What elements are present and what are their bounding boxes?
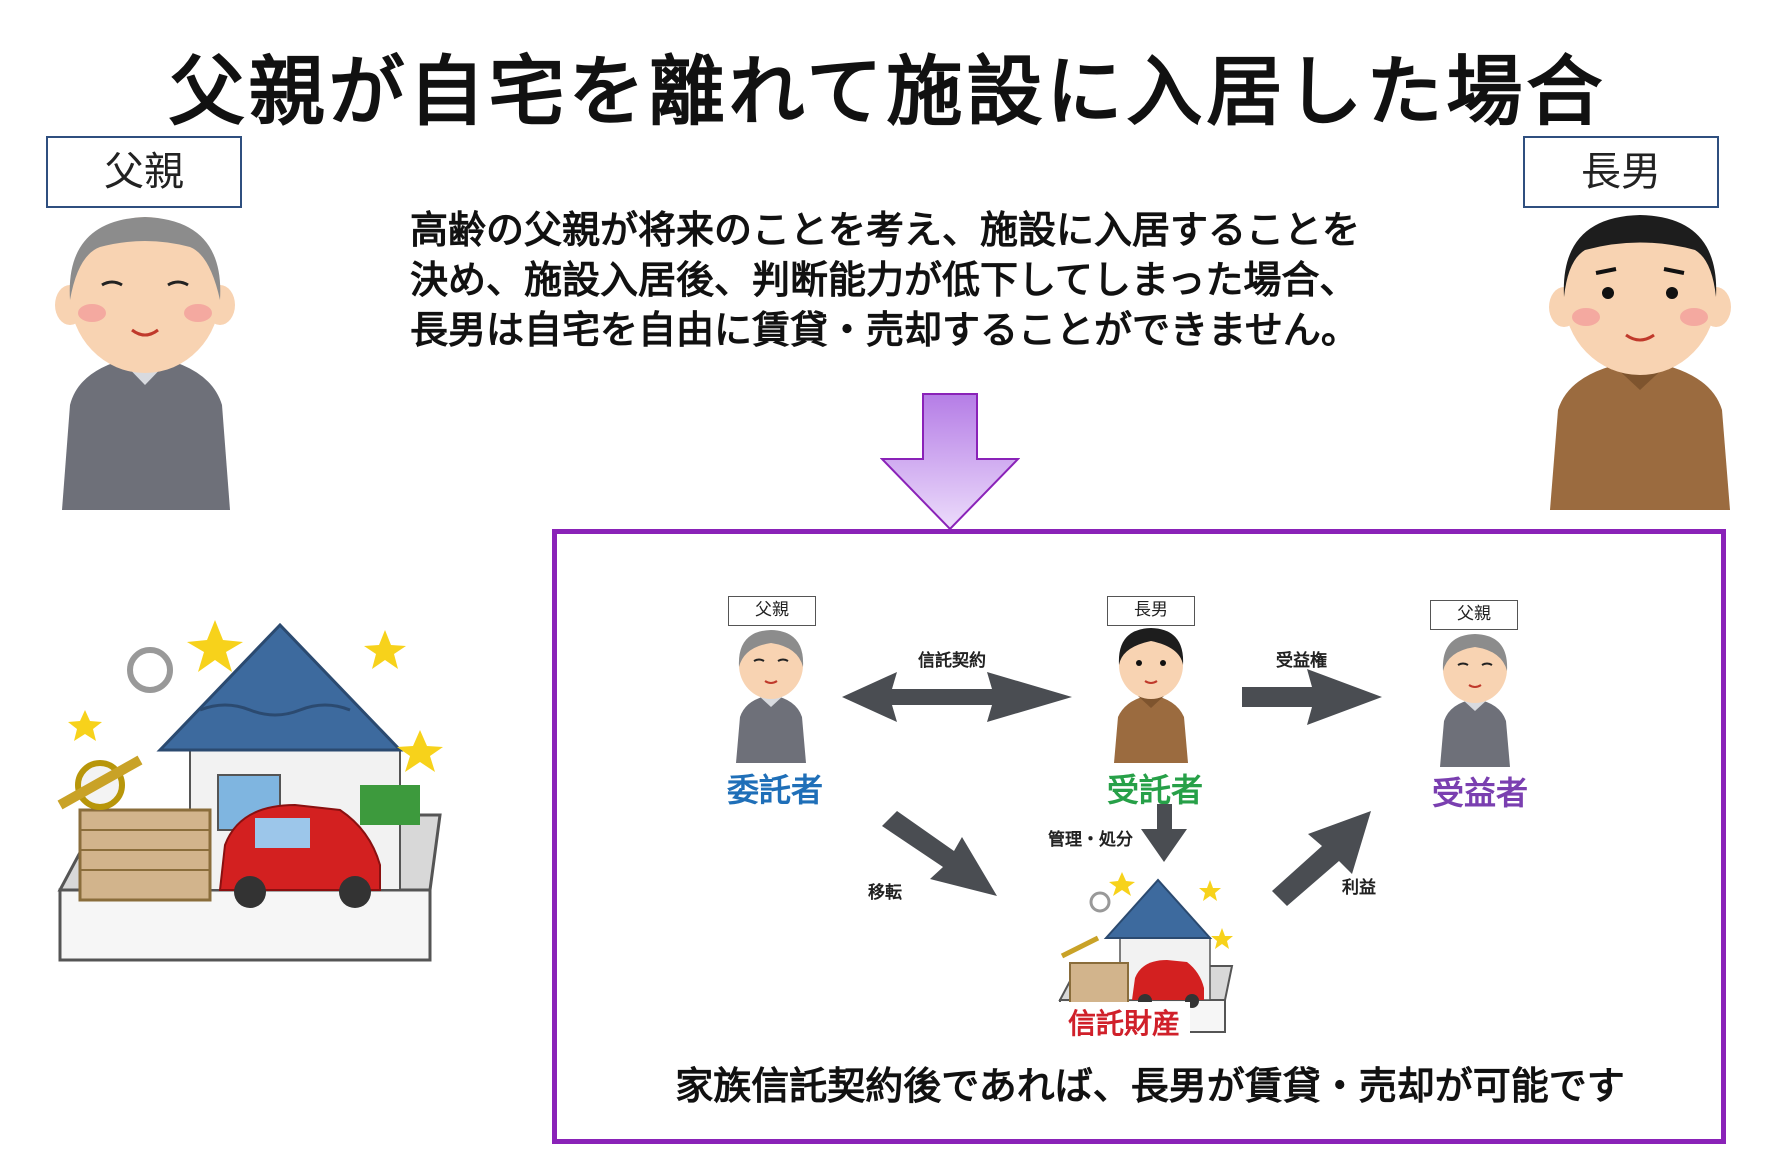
trustee-role: 受託者 (1106, 771, 1203, 809)
profit-arrow-icon (1272, 811, 1371, 906)
settlor-role: 委託者 (726, 771, 823, 809)
contract-double-arrow-icon (842, 672, 1072, 722)
transfer-label: 移転 (868, 883, 902, 903)
trustee-illustration (1114, 628, 1188, 763)
son-label: 長男 (1523, 136, 1719, 208)
trust-diagram-frame (552, 529, 1726, 1144)
description-line-2: 決め、施設入居後、判断能力が低下してしまった場合、 (410, 258, 1358, 302)
beneficiary-tag: 父親 (1430, 600, 1518, 630)
management-arrow-icon (1141, 804, 1187, 862)
conclusion-text: 家族信託契約後であれば、長男が賃貸・売却が可能です (675, 1064, 1625, 1108)
beneficial-right-label: 受益権 (1276, 651, 1327, 671)
description-line-1: 高齢の父親が将来のことを考え、施設に入居することを (410, 208, 1361, 252)
beneficiary-illustration (1440, 634, 1510, 767)
father-illustration (55, 217, 235, 510)
beneficial-right-arrow-icon (1242, 669, 1382, 725)
trust-property-label: 信託財産 (1058, 1002, 1190, 1042)
page-title: 父親が自宅を離れて施設に入居した場合 (168, 47, 1607, 136)
settlor-tag: 父親 (728, 596, 816, 626)
management-label: 管理・処分 (1048, 830, 1133, 850)
description-line-3: 長男は自宅を自由に賃貸・売却することができません。 (410, 308, 1359, 352)
beneficiary-role: 受益者 (1431, 774, 1528, 812)
transfer-arrow-icon (882, 811, 997, 896)
profit-label: 利益 (1342, 878, 1376, 898)
house-assets-illustration (57, 620, 443, 962)
trust-arrows (842, 669, 1382, 906)
settlor-illustration (736, 630, 806, 763)
situation-description: 高齢の父親が将来のことを考え、施設に入居することを 決め、施設入居後、判断能力が… (410, 205, 1410, 355)
father-label: 父親 (46, 136, 242, 208)
son-illustration (1549, 215, 1731, 510)
contract-label: 信託契約 (918, 651, 986, 671)
trustee-tag: 長男 (1107, 596, 1195, 626)
down-arrow-icon (880, 393, 1020, 531)
